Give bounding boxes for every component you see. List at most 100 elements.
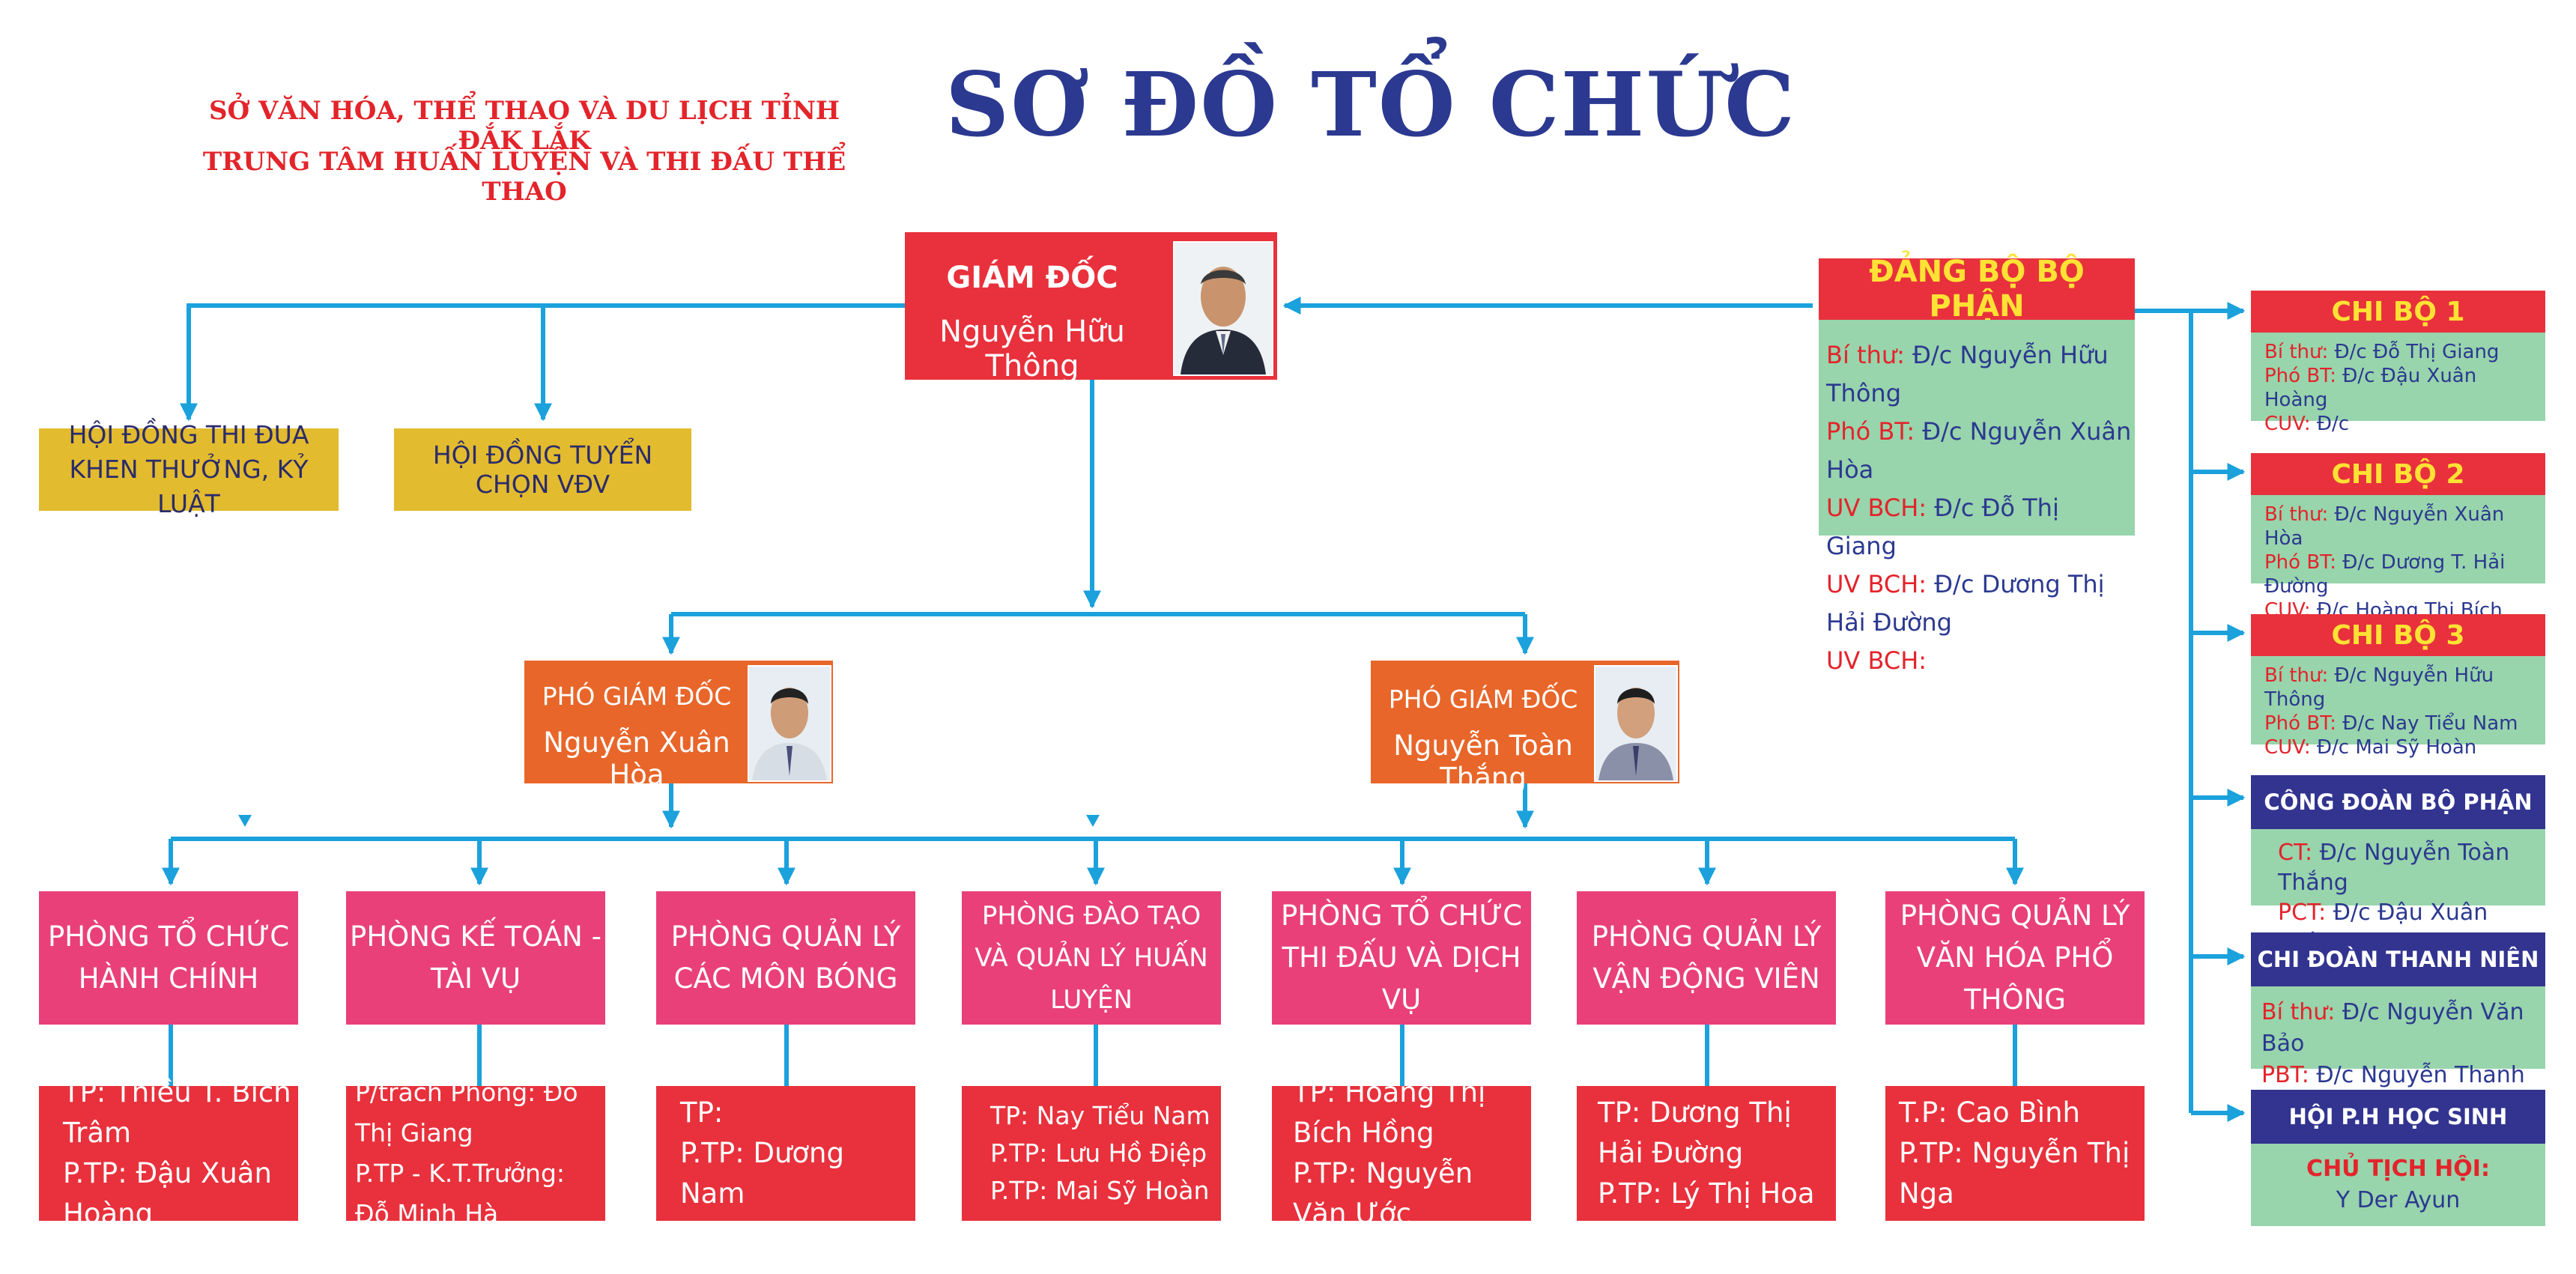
cell-member-row: CUV: Đ/c Mai Sỹ Hoàn [2264,735,2545,759]
council-emulation-discipline: HỘI ĐỒNG THI ĐUA KHEN THƯỞNG, KỶ LUẬT [39,420,339,518]
cell-1-title: CHI BỘ 1 [2251,291,2545,333]
member-value: Đ/c Nguyễn Xuân Hòa [1826,417,2132,484]
dept-3-line1: PHÒNG QUẢN LÝ [670,920,901,953]
deputy-1-role: PHÓ GIÁM ĐỐC [542,682,732,711]
member-label: Bí thư: [1826,341,1905,369]
staff-line: P.TP: Dương Nam [680,1137,844,1210]
dept-6-staff: TP: Dương Thị Hải Đường P.TP: Lý Thị Hoa [1577,1086,1836,1221]
dept-2-line1: PHÒNG KẾ TOÁN - TÀI VỤ [350,920,601,995]
dept-7-line1: PHÒNG QUẢN LÝ [1900,900,2130,932]
council-emulation-line2: KHEN THƯỞNG, KỶ LUẬT [69,455,309,518]
deputy-2-name: Nguyễn Toàn Thắng [1393,729,1573,794]
dept-5-staff: TP: Hoàng Thị Bích Hồng P.TP: Nguyễn Văn… [1272,1076,1531,1230]
member-label: UV BCH: [1826,646,1927,675]
union-title: CÔNG ĐOÀN BỘ PHẬN [2251,775,2545,829]
member-label: UV BCH: [1826,570,1927,598]
cell-3-title-label: CHI BỘ 3 [2331,619,2465,651]
party-member-row: UV BCH: Đ/c Dương Thị Hải Đường [1826,565,2135,642]
dept-7-staff: T.P: Cao Bình P.TP: Nguyễn Thị Nga [1885,1086,2145,1221]
dept-5-line1: PHÒNG TỔ CHỨC [1280,900,1523,932]
dept-1-line2: HÀNH CHÍNH [78,962,259,995]
cell-member-row: Phó BT: Đ/c Dương T. Hải Đường [2264,550,2545,598]
member-label: Bí thư: [2264,664,2329,687]
member-value: Đ/c Nguyễn Toàn Thắng [2278,840,2510,896]
cell-2-title: CHI BỘ 2 [2251,453,2545,495]
dept-5-line2: THI ĐẤU VÀ DỊCH VỤ [1282,941,1521,1016]
dept-2: PHÒNG KẾ TOÁN - TÀI VỤ [346,891,605,1025]
member-label: Bí thư: [2264,503,2329,526]
dept-1-line1: PHÒNG TỔ CHỨC [47,920,290,953]
cell-member-row: CT: Đ/c Nguyễn Toàn Thắng [2278,838,2545,898]
cell-2-title-label: CHI BỘ 2 [2331,458,2465,490]
staff-line: T.P: Cao Bình [1899,1096,2080,1129]
member-label: UV BCH: [1826,494,1927,522]
party-title: ĐẢNG BỘ BỘ PHẬN [1819,255,2135,324]
header-org-line1: SỞ VĂN HÓA, THỂ THAO VÀ DU LỊCH TỈNH ĐẮK… [208,96,840,156]
director-name: Nguyễn Hữu Thông [939,315,1125,383]
deputy-2-role: PHÓ GIÁM ĐỐC [1388,685,1578,714]
member-value: Đ/c Nguyễn Hữu Thông [1826,341,2109,407]
dept-1-staff: TP: Thiều T. Bích Trâm P.TP: Đậu Xuân Ho… [39,1076,298,1230]
cell-member-row: Bí thư: Đ/c Nguyễn Xuân Hòa [2264,503,2545,550]
staff-line: TP: [680,1096,724,1129]
council-emulation-line1: HỘI ĐỒNG THI ĐUA [68,420,309,449]
dept-7: PHÒNG QUẢN LÝ VĂN HÓA PHỔ THÔNG [1885,891,2145,1025]
dept-6: PHÒNG QUẢN LÝ VẬN ĐỘNG VIÊN [1577,891,1836,1025]
staff-line: P.TP: Lý Thị Hoa [1598,1177,1815,1210]
parents-assoc-title: HỘI P.H HỌC SINH [2251,1090,2545,1144]
union-title-label: CÔNG ĐOÀN BỘ PHẬN [2264,789,2533,815]
party-title-label: ĐẢNG BỘ BỘ PHẬN [1869,255,2085,324]
member-value: Đ/c Nguyễn Hữu Thông [2264,664,2494,711]
cell-member-row: Bí thư: Đ/c Đỗ Thị Giang [2264,340,2545,364]
cell-member-row: Phó BT: Đ/c Nay Tiểu Nam [2264,712,2545,735]
party-member-row: UV BCH: Đ/c Đỗ Thị Giang [1826,489,2135,565]
deputy-1-name: Nguyễn Xuân Hòa [543,727,730,791]
dept-1: PHÒNG TỔ CHỨC HÀNH CHÍNH [39,891,298,1025]
staff-line: P/trách Phòng: Đỗ Thị Giang [355,1078,578,1147]
member-value: Đ/c Dương T. Hải Đường [2264,551,2506,598]
party-member-row: Phó BT: Đ/c Nguyễn Xuân Hòa [1826,413,2135,489]
youth-union-members: Bí thư: Đ/c Nguyễn Văn Bảo PBT: Đ/c Nguy… [2251,986,2545,1120]
staff-line: P.TP - K.T.Trưởng: Đỗ Minh Hà [355,1159,566,1228]
dept-3: PHÒNG QUẢN LÝ CÁC MÔN BÓNG [656,891,915,1025]
member-value: Đ/c Nguyễn Văn Bảo [2261,999,2524,1057]
deputy-box-2: PHÓ GIÁM ĐỐC Nguyễn Toàn Thắng [1371,661,1679,794]
member-label: PCT: [2278,900,2327,926]
cell-2-members: Bí thư: Đ/c Nguyễn Xuân Hòa Phó BT: Đ/c … [2251,495,2545,646]
member-label: Bí thư: [2261,999,2336,1025]
member-label: CUV: [2264,736,2311,759]
dept-6-line1: PHÒNG QUẢN LÝ [1591,920,1822,953]
party-members: Bí thư: Đ/c Nguyễn Hữu Thông Phó BT: Đ/c… [1819,320,2135,675]
dept-4: PHÒNG ĐÀO TẠO VÀ QUẢN LÝ HUẤN LUYỆN [962,891,1221,1025]
member-label: Phó BT: [2264,365,2336,387]
staff-line: TP: Thiều T. Bích Trâm [63,1076,291,1149]
staff-line: P.TP: Đậu Xuân Hoàng [63,1157,272,1230]
cell-member-row: Bí thư: Đ/c Nguyễn Văn Bảo [2261,997,2545,1060]
dept-2-staff: P/trách Phòng: Đỗ Thị Giang P.TP - K.T.T… [346,1078,605,1228]
youth-union-title-label: CHI ĐOÀN THANH NIÊN [2257,947,2539,972]
member-value: Đ/c Đỗ Thị Giang [1826,494,2059,560]
cell-member-row: Phó BT: Đ/c Đậu Xuân Hoàng [2264,364,2545,412]
staff-line: TP: Dương Thị Hải Đường [1598,1096,1792,1169]
council-selection-label: HỘI ĐỒNG TUYỂN CHỌN VĐV [432,440,653,499]
parents-assoc-title-label: HỘI P.H HỌC SINH [2288,1104,2508,1129]
staff-line: TP: Hoàng Thị Bích Hồng [1293,1076,1486,1149]
parents-assoc-members: CHỦ TỊCH HỘI: Y Der Ayun [2251,1144,2545,1226]
deputy-1-portrait [748,665,831,782]
member-value: Đ/c Dương Thị Hải Đường [1826,570,2105,637]
member-label: PBT: [2261,1062,2309,1088]
member-value: Đ/c Mai Sỹ Hoàn [2316,736,2477,759]
dept-4-line1: PHÒNG ĐÀO TẠO [981,901,1201,931]
party-member-row: Bí thư: Đ/c Nguyễn Hữu Thông [1826,336,2135,413]
member-value: Đ/c Nay Tiểu Nam [2342,712,2518,735]
staff-line: P.TP: Nguyễn Văn Ước [1293,1157,1473,1230]
member-value: Y Der Ayun [2336,1187,2461,1213]
staff-line: P.TP: Nguyễn Thị Nga [1899,1137,2130,1210]
cell-member-row: Bí thư: Đ/c Nguyễn Hữu Thông [2264,664,2545,712]
member-label: Phó BT: [1826,417,1915,446]
dept-5: PHÒNG TỔ CHỨC THI ĐẤU VÀ DỊCH VỤ [1272,891,1531,1025]
member-label: Phó BT: [2264,551,2336,574]
union-members: CT: Đ/c Nguyễn Toàn Thắng PCT: Đ/c Đậu X… [2251,829,2545,956]
member-value: Đ/c Nguyễn Xuân Hòa [2264,503,2505,550]
